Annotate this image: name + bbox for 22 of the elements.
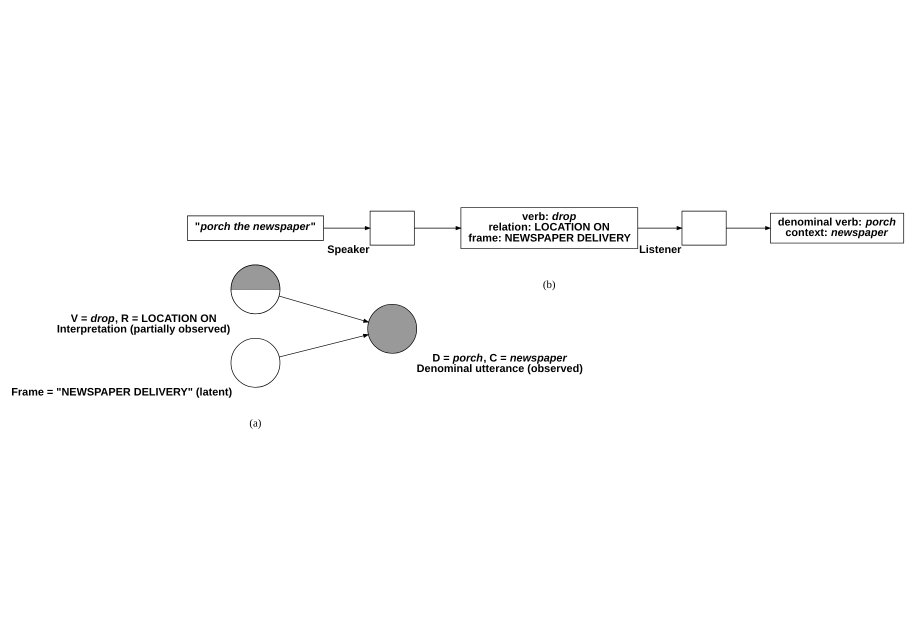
node-box: verb: drop relation: LOCATION ON frame: NEWSPAPER DELIVERY xyxy=(460,207,638,249)
label: (a) xyxy=(249,418,262,430)
arrow xyxy=(278,296,370,323)
node-circle xyxy=(230,338,280,388)
node-label: Interpretation (partially observed) xyxy=(56,324,230,336)
node-label: V = drop, R = LOCATION ON xyxy=(70,312,217,325)
arrow xyxy=(638,226,683,230)
node-box: denominal verb: porch context: newspaper xyxy=(770,212,904,244)
node-label: Denominal utterance (observed) xyxy=(416,363,583,376)
node-label: Frame = "NEWSPAPER DELIVERY" (latent) xyxy=(11,386,232,398)
arrow xyxy=(726,226,772,230)
node-trapezoid xyxy=(370,210,415,246)
node-label: Speaker xyxy=(327,244,370,256)
node-label: Listener xyxy=(639,244,682,256)
label: (b) xyxy=(542,278,556,291)
arrow xyxy=(323,226,372,230)
arrow xyxy=(279,334,370,358)
node-trapezoid xyxy=(682,210,727,246)
arrow xyxy=(414,226,462,230)
node-box: "porch the newspaper" xyxy=(187,216,324,241)
node-label: D = porch, C = newspaper xyxy=(432,352,567,364)
node-circle xyxy=(367,304,418,354)
